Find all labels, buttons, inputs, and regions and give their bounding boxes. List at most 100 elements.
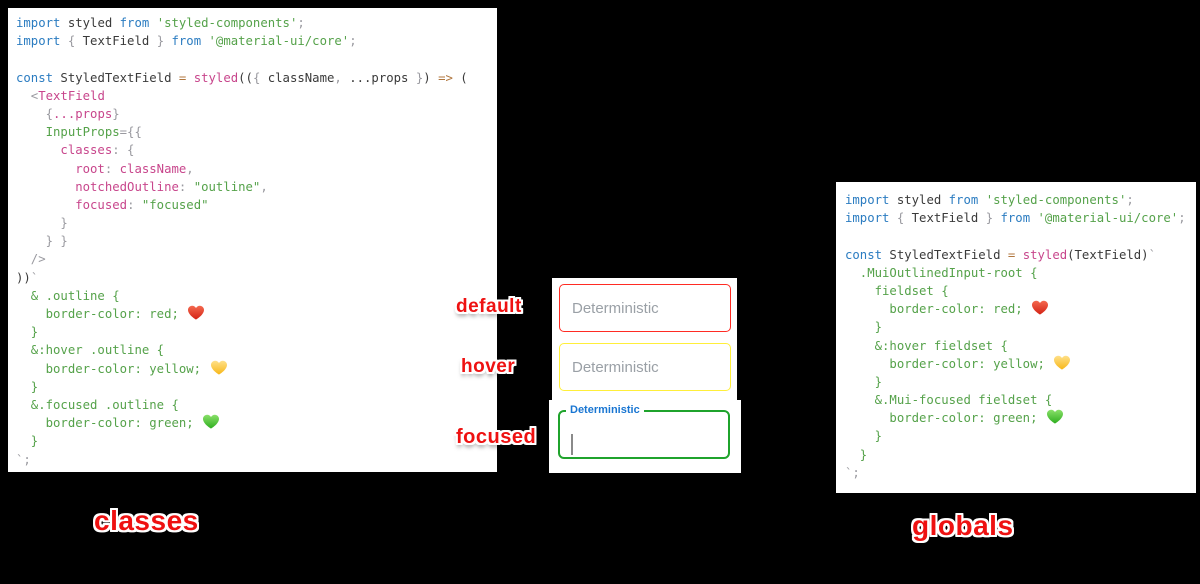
code-token: from [1000, 211, 1038, 226]
code-panel-classes: import styled from 'styled-components';i… [8, 8, 497, 472]
code-token: from [171, 34, 209, 49]
label-focused: focused [456, 426, 537, 448]
code-token: const [845, 247, 890, 262]
code-line: } [845, 373, 1192, 391]
yellow-heart-emoji [1054, 355, 1071, 370]
code-line: border-color: green; [845, 409, 1192, 427]
code-token: import [845, 193, 897, 207]
code-line: border-color: green; [16, 414, 493, 432]
code-line: notchedOutline: "outline", [16, 178, 493, 196]
code-token: import [16, 16, 68, 30]
code-token: from [119, 16, 157, 30]
code-line: } [845, 318, 1192, 336]
code-token: fieldset { [845, 283, 949, 298]
code-token: : [178, 179, 194, 194]
code-panel-globals: import styled from 'styled-components';i… [836, 182, 1196, 493]
code-token: "focused" [141, 197, 209, 212]
code-token: ...props [53, 106, 113, 121]
code-line: } [845, 446, 1192, 464]
code-token: } [845, 429, 883, 444]
code-token: ; [297, 16, 305, 30]
code-token: , [334, 70, 350, 85]
code-token: 'styled-components' [156, 16, 298, 30]
code-token: '@material-ui/core' [208, 34, 350, 49]
code-token: : [127, 197, 142, 212]
code-token: )) [16, 270, 31, 285]
code-line: import { TextField } from '@material-ui/… [845, 209, 1192, 227]
code-token: ` [1148, 247, 1156, 262]
code-token: 'styled-components' [985, 193, 1127, 207]
code-token: : [104, 161, 120, 176]
code-token: TextField [911, 211, 986, 226]
code-token: InputProps [16, 125, 120, 140]
code-token: &:hover fieldset { [845, 338, 1008, 353]
textfield-default[interactable] [559, 284, 731, 332]
code-token: , [186, 161, 194, 176]
code-token: } [16, 434, 39, 449]
code-token: border-color: yellow; [845, 356, 1053, 371]
code-line: InputProps={{ [16, 123, 493, 141]
code-token: { [16, 106, 54, 121]
code-token: & .outline { [16, 288, 120, 303]
code-token: ; [349, 34, 357, 49]
code-line: } [845, 427, 1192, 445]
code-token: focused [16, 197, 128, 212]
textfield-focused[interactable]: Deterministic [558, 404, 730, 459]
code-token: , [260, 179, 268, 194]
code-line: import styled from 'styled-components'; [845, 191, 1192, 209]
code-token: } [845, 447, 868, 462]
code-line: /> [16, 250, 493, 268]
code-line: <TextField [16, 87, 493, 105]
label-classes: classes [94, 505, 199, 536]
code-token: ; [1178, 211, 1186, 226]
code-token: (( [238, 70, 253, 85]
code-line: fieldset { [845, 282, 1192, 300]
code-token: ` [30, 270, 39, 285]
code-line: import styled from 'styled-components'; [16, 14, 493, 32]
code-token: { [896, 211, 912, 226]
code-line: & .outline { [16, 287, 493, 305]
code-token: < [16, 88, 39, 103]
code-token: } [112, 106, 120, 121]
code-token: import [845, 211, 897, 226]
code-line: const StyledTextField = styled(TextField… [845, 246, 1192, 264]
code-token: = [1007, 247, 1023, 262]
code-token: } [16, 379, 39, 394]
code-line [845, 227, 1192, 245]
code-token: styled [67, 16, 120, 30]
text-caret [571, 434, 573, 455]
code-token: ...props [349, 70, 416, 85]
code-token: } } [16, 234, 68, 249]
code-token: ) [423, 70, 439, 85]
code-token: TextField [82, 34, 157, 49]
code-token: } [16, 325, 39, 340]
code-line: const StyledTextField = styled(({ classN… [16, 69, 493, 87]
code-token: notchedOutline [16, 179, 179, 194]
code-token: styled [1022, 247, 1068, 262]
code-line: border-color: red; [845, 300, 1192, 318]
code-token: root [16, 161, 105, 176]
code-token: border-color: green; [845, 411, 1045, 426]
code-token: const [16, 70, 61, 85]
code-token: `; [845, 465, 860, 480]
code-token: .MuiOutlinedInput-root { [845, 265, 1038, 280]
code-line: .MuiOutlinedInput-root { [845, 264, 1192, 282]
code-token: { [67, 34, 83, 49]
textfield-hover[interactable] [559, 343, 731, 391]
code-line: border-color: yellow; [16, 360, 493, 378]
textfield-focused-input[interactable] [570, 419, 724, 447]
code-line: } [16, 432, 493, 450]
code-token: } [415, 70, 424, 85]
code-token: border-color: yellow; [16, 361, 209, 376]
code-line: } [16, 214, 493, 232]
code-line: {...props} [16, 105, 493, 123]
code-token: &:hover .outline { [16, 343, 165, 358]
code-line: focused: "focused" [16, 196, 493, 214]
code-line: `; [16, 451, 493, 469]
code-line: border-color: red; [16, 305, 493, 323]
code-token: styled [896, 193, 949, 207]
code-line: } [16, 378, 493, 396]
code-token: = [178, 70, 194, 85]
code-token: } [156, 34, 172, 49]
code-line: &.Mui-focused fieldset { [845, 391, 1192, 409]
